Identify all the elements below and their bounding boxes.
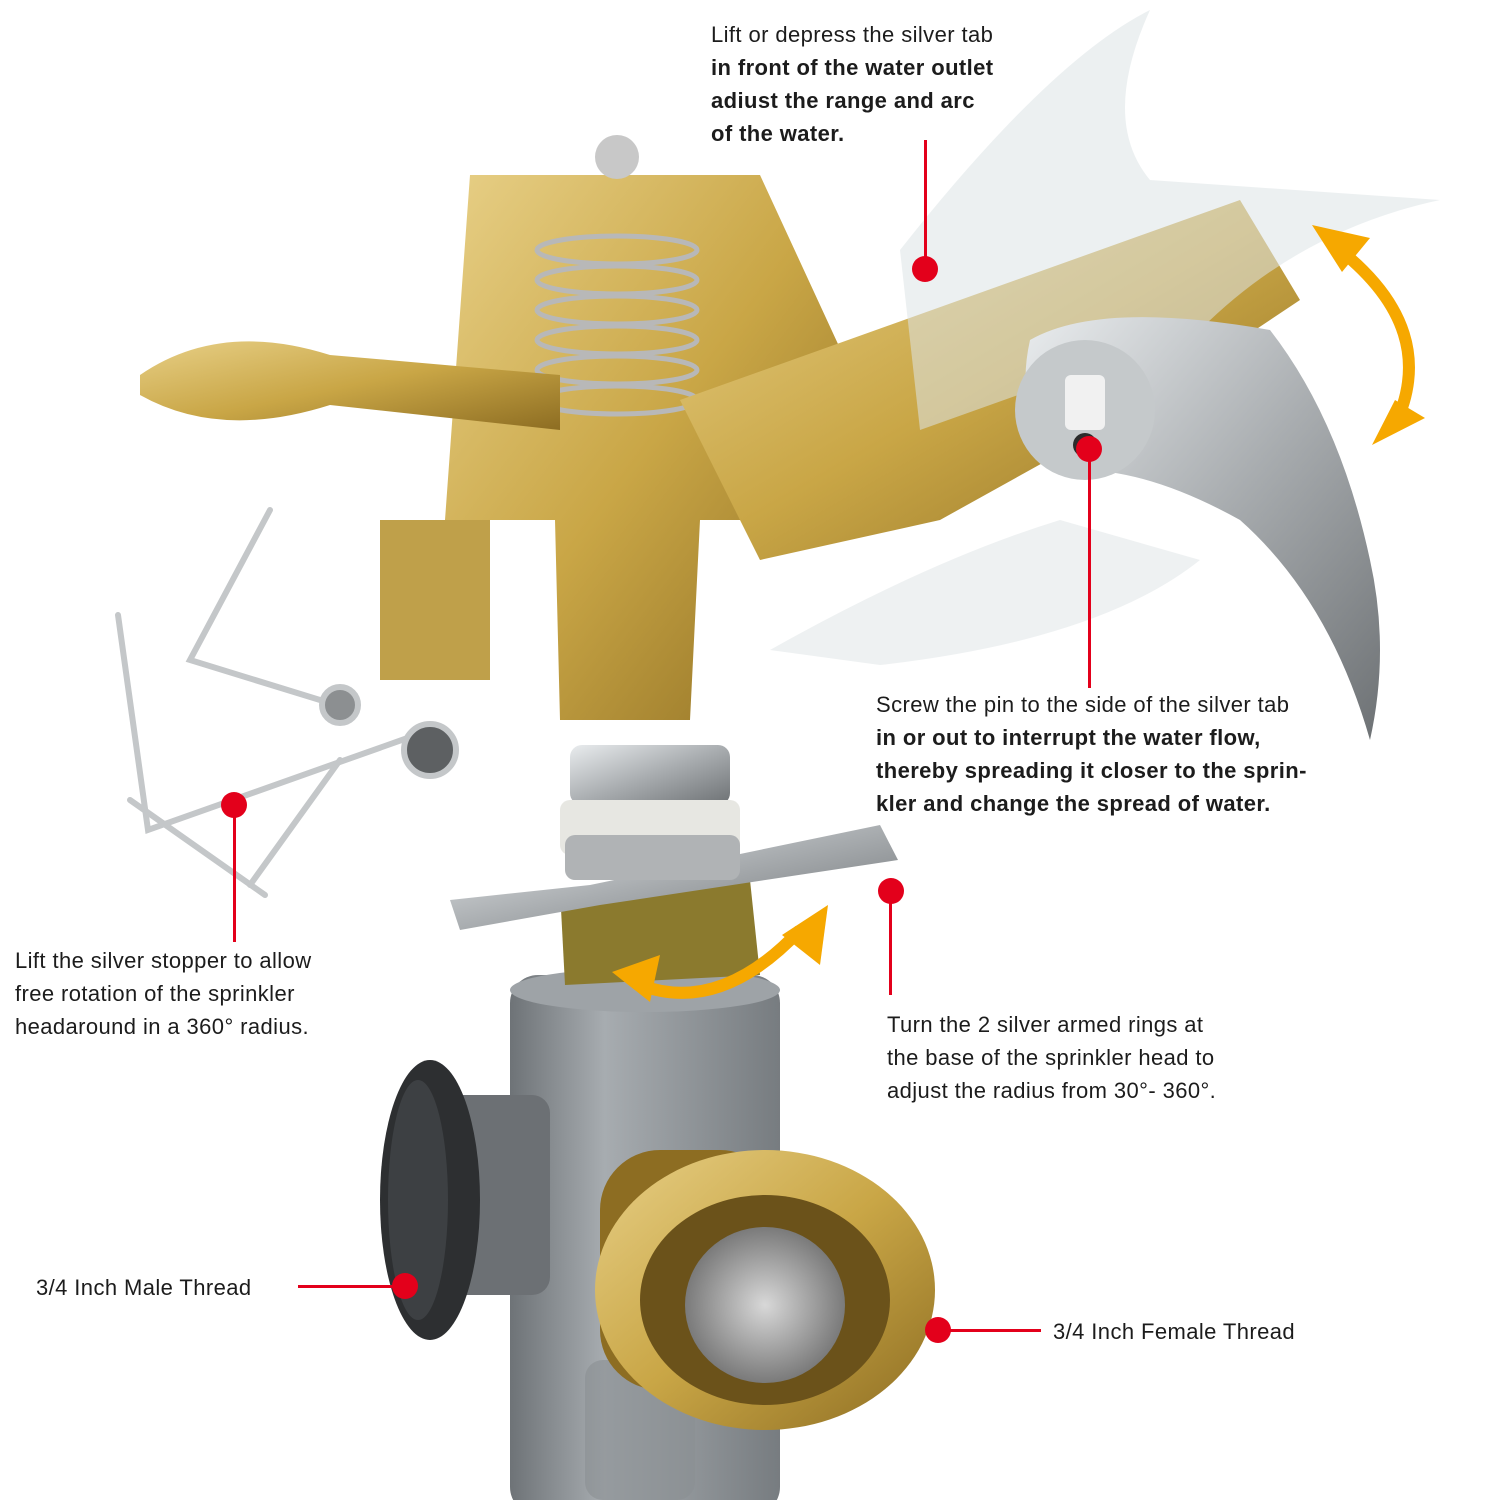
deflector-tab [770,10,1440,740]
callout-line: kler and change the spread of water. [876,791,1271,816]
leader-line-male-thread [298,1285,398,1288]
marker-dot-stopper [221,792,247,818]
silver-stopper [115,507,459,898]
callout-female-thread: 3/4 Inch Female Thread [1053,1315,1295,1348]
callout-line: Lift the silver stopper to allow [15,948,312,973]
male-thread-coupling [380,1060,550,1340]
callout-line: 3/4 Inch Male Thread [36,1275,252,1300]
callout-line: adjust the radius from 30°- 360°. [887,1078,1217,1103]
callout-line: thereby spreading it closer to the sprin… [876,758,1307,783]
callout-line: in or out to interrupt the water flow, [876,725,1261,750]
callout-line: headaround in a 360° radius. [15,1014,309,1039]
range-arc-arrow [1312,225,1425,445]
female-thread-coupling [595,1150,935,1430]
marker-dot-pin [1076,436,1102,462]
marker-dot-female-thread [925,1317,951,1343]
callout-line: Screw the pin to the side of the silver … [876,692,1290,717]
leader-line-tab [924,140,927,268]
spring [534,233,700,417]
callout-pin-screw: Screw the pin to the side of the silver … [876,688,1307,820]
marker-dot-rings [878,878,904,904]
rotation-arrow [612,905,828,1002]
callout-line: adiust the range and arc [711,88,975,113]
leader-line-pin [1088,460,1091,688]
callout-line: the base of the sprinkler head to [887,1045,1215,1070]
callout-stopper: Lift the silver stopper to allow free ro… [15,944,312,1043]
callout-line: in front of the water outlet [711,55,994,80]
rotation-collar [450,745,898,985]
callout-line: 3/4 Inch Female Thread [1053,1319,1295,1344]
callout-line: Turn the 2 silver armed rings at [887,1012,1204,1037]
callout-line: Lift or depress the silver tab [711,22,994,47]
callout-tab-adjust: Lift or depress the silver tab in front … [711,18,994,150]
leader-line-stopper [233,814,236,942]
callout-male-thread: 3/4 Inch Male Thread [36,1271,252,1304]
marker-dot-tab [912,256,938,282]
callout-rings: Turn the 2 silver armed rings at the bas… [887,1008,1216,1107]
callout-line: free rotation of the sprinkler [15,981,295,1006]
marker-dot-male-thread [392,1273,418,1299]
leader-line-rings [889,903,892,995]
leader-line-female-thread [945,1329,1041,1332]
callout-line: of the water. [711,121,845,146]
